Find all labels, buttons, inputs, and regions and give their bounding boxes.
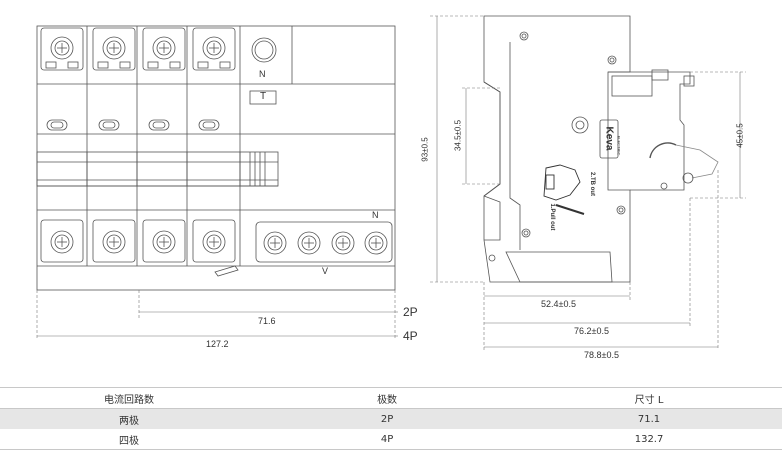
terminal-screw-icon: [202, 36, 226, 60]
table-header-cell: 尺寸 L: [634, 394, 664, 406]
dim-label-2p-width: 71.6: [258, 316, 276, 326]
dim-label-height-inner: 34.5±0.5: [453, 119, 463, 152]
terminal-screw-icon: [364, 231, 388, 255]
indicator-windows: [46, 119, 220, 131]
terminal-screw-icon: [102, 230, 126, 254]
dim-label-depth-1: 52.4±0.5: [541, 299, 576, 309]
front-dimension-lines: [36, 290, 398, 340]
n-label-top: N: [259, 69, 266, 79]
bottom-terminals: [40, 219, 393, 277]
drawing-svg: [36, 15, 746, 350]
table-cell: 2P: [380, 413, 394, 425]
side-dimension-lines: [430, 15, 746, 350]
table-cell: 4P: [380, 433, 394, 445]
terminal-screw-icon: [152, 36, 176, 60]
table-row: 四极 4P 132.7: [0, 429, 782, 450]
terminal-screw-icon: [263, 231, 287, 255]
spec-table: 电流回路数 极数 尺寸 L 两极 2P 71.1 四极 4P 132.7: [0, 387, 782, 450]
table-cell: 两极: [119, 415, 140, 427]
n-terminal-circle: [251, 37, 277, 63]
terminal-screw-icon: [102, 36, 126, 60]
table-header-row: 电流回路数 极数 尺寸 L: [0, 387, 782, 409]
state-label-on: 2.TB out: [589, 172, 595, 196]
technical-drawing: N T N V 71.6 127.2 2P 4P 93±0.5 34.5±0.5…: [36, 15, 746, 360]
pole-label-2p: 2P: [403, 305, 418, 319]
front-body-outline: [36, 25, 396, 291]
dim-label-depth-2: 76.2±0.5: [574, 326, 609, 336]
side-view: [430, 15, 746, 350]
test-button-outline: [249, 90, 277, 105]
n-label-bottom: N: [372, 210, 379, 220]
indicator-mark: V: [322, 266, 329, 276]
brand-sub: ELECTRIC: [616, 135, 622, 156]
table-cell: 四极: [119, 435, 140, 447]
terminal-screw-icon: [202, 230, 226, 254]
table-cell: 132.7: [634, 433, 664, 445]
dim-label-4p-width: 127.2: [206, 339, 229, 349]
n-busbar: [255, 221, 393, 263]
pole-label-4p: 4P: [403, 329, 418, 343]
table-row: 两极 2P 71.1: [0, 408, 782, 429]
table-header-cell: 电流回路数: [104, 394, 155, 406]
table-header-cell: 极数: [377, 394, 398, 406]
dim-label-height-right: 45±0.5: [735, 123, 745, 148]
mechanism-icon: [543, 164, 585, 215]
terminal-screw-icon: [152, 230, 176, 254]
front-view: [36, 25, 398, 340]
top-terminals: [40, 27, 277, 71]
state-label-off: 1.Pull out: [549, 203, 555, 231]
terminal-screw-icon: [297, 231, 321, 255]
toggle-handles: [36, 151, 279, 187]
test-button-label: T: [260, 91, 267, 102]
terminal-screw-icon: [50, 36, 74, 60]
brand-logo-box: [599, 119, 619, 159]
terminal-screw-icon: [331, 231, 355, 255]
terminal-screw-icon: [50, 230, 74, 254]
table-cell: 71.1: [637, 413, 661, 425]
dim-label-height-total: 93±0.5: [420, 137, 430, 162]
brand-name: Keva: [603, 126, 615, 151]
dim-label-depth-3: 78.8±0.5: [584, 350, 619, 360]
